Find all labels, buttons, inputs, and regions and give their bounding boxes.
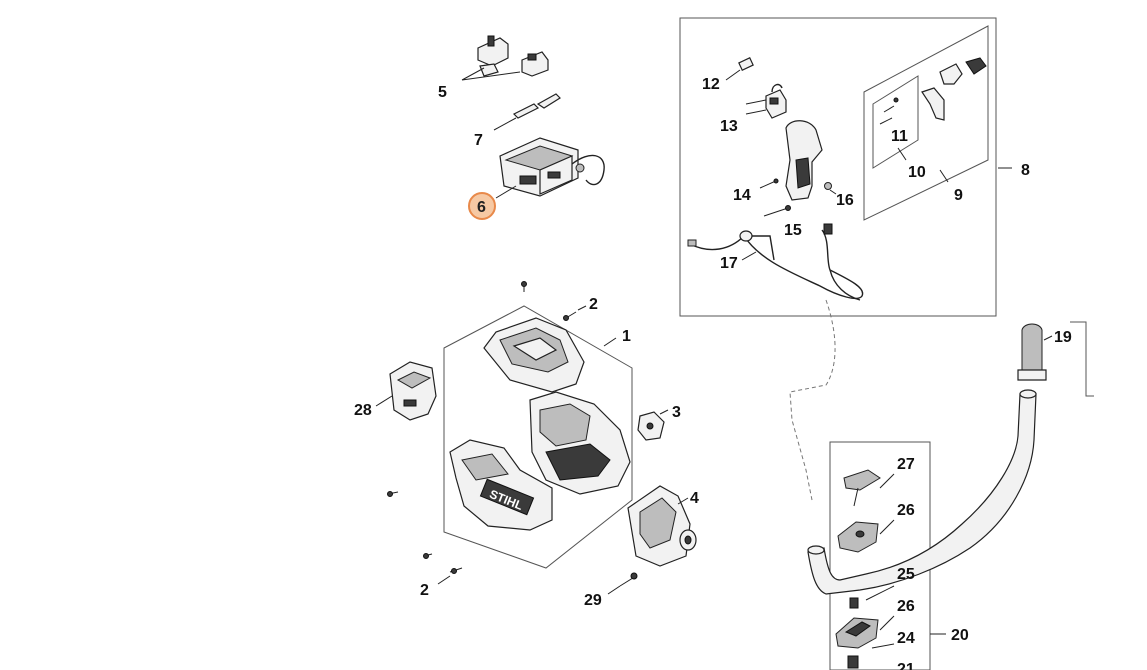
label-14: 14 [733,187,751,204]
part-25-spring [849,597,859,609]
handle-assembly-frame [679,17,997,317]
part-11-trigger-spring [879,97,899,125]
label-29: 29 [584,592,602,609]
label-12: 12 [702,76,720,93]
part-2-screw-bottom [449,567,463,574]
part-2-screw-top [563,311,577,321]
part-1-top-cover [483,317,585,393]
label-1: 1 [622,328,631,345]
part-26-clamp-lower [835,617,879,649]
part-7-contact-springs [512,93,561,119]
part-4-motor [627,485,697,567]
label-4: 4 [690,490,699,507]
highlight-part-6[interactable] [468,192,496,220]
part-29-screw [619,572,638,587]
trigger-subframe-9 [863,25,989,221]
part-12-plug [738,57,754,71]
label-2-top: 2 [589,296,598,313]
part-5-switch-contacts [477,35,549,77]
part-15-screw [763,205,791,217]
label-2-bottom: 2 [420,582,429,599]
part-3-gasket [637,411,665,441]
part-14-pin [759,178,779,189]
label-16: 16 [836,192,854,209]
label-13: 13 [720,118,738,135]
trigger-subframe-10 [872,75,919,169]
part-17-cable-harness [687,223,864,301]
part-26-clamp-upper [837,521,879,553]
label-15: 15 [784,222,802,239]
label-21: 21 [897,661,915,670]
label-20: 20 [951,627,969,644]
label-28: 28 [354,402,372,419]
label-25: 25 [897,566,915,583]
label-5: 5 [438,84,447,101]
part-13-switch [765,83,787,119]
wire-route-dashed [789,299,836,501]
control-handle [785,120,823,201]
left-housing-shell: STIHL [449,439,553,531]
part-19-grip [1017,323,1047,381]
part-20-handle-tube [807,389,1037,595]
label-3: 3 [672,404,681,421]
label-11: 11 [891,128,908,145]
label-10: 10 [908,164,926,181]
label-26-lower: 26 [897,598,915,615]
part-28-latch-cover [389,361,437,421]
label-6: 6 [477,199,486,216]
label-19: 19 [1054,329,1072,346]
label-17: 17 [720,255,738,272]
part-2-screw-small [387,281,527,559]
housing-assembly-frame [443,305,633,569]
part-6-electronics-housing [499,137,605,197]
part-16-nut [824,182,832,190]
label-7: 7 [474,132,483,149]
label-26-upper: 26 [897,502,915,519]
support-tube-frame [1070,321,1094,397]
label-24: 24 [897,630,915,647]
part-27-knob [843,469,881,507]
label-8: 8 [1021,162,1030,179]
label-27: 27 [897,456,915,473]
part-21-washer [847,655,859,669]
part-9-trigger [921,57,987,121]
label-9: 9 [954,187,963,204]
right-housing-shell [529,391,631,495]
